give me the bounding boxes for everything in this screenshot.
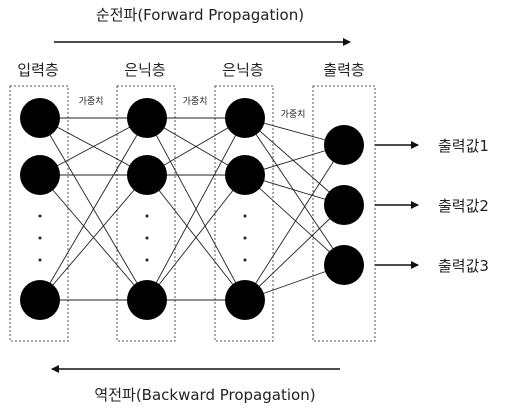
- weight-label-1: 가중치: [79, 95, 104, 107]
- output-value-3: 출력값3: [438, 257, 489, 275]
- output-value-2: 출력값2: [438, 197, 489, 215]
- hidden-layer-1-box: [116, 85, 176, 342]
- connection-2-3-2: [146, 174, 246, 301]
- connection-1-3-1: [39, 117, 148, 301]
- input-neuron-1: [20, 98, 60, 138]
- hidden-1-neuron-3: [127, 280, 167, 320]
- connection-1-3-2: [39, 174, 148, 301]
- hidden-layer-2-label: 은닉층: [222, 61, 263, 79]
- hidden-layer-2-box: [214, 85, 274, 342]
- connection-3-1-3: [244, 117, 345, 266]
- connection-3-1-2: [244, 117, 345, 206]
- hidden-1-neuron-2: [127, 155, 167, 195]
- input-neuron-3: [20, 280, 60, 320]
- weight-label-3: 가중치: [281, 108, 306, 120]
- output-layer-label: 출력층: [323, 61, 364, 79]
- connection-3-2-3: [244, 174, 345, 266]
- hidden-2-neuron-3: [225, 280, 265, 320]
- output-layer-box: [312, 85, 376, 342]
- connection-2-3-1: [146, 117, 246, 301]
- hidden-1-ellipsis: [145, 214, 149, 262]
- connections: [39, 117, 345, 301]
- output-neuron-1: [324, 125, 364, 165]
- output-value-1: 출력값1: [438, 137, 489, 155]
- connection-3-3-2: [244, 204, 345, 301]
- forward-propagation-label: 순전파(Forward Propagation): [96, 6, 304, 24]
- output-neuron-3: [324, 245, 364, 285]
- output-neuron-2: [324, 185, 364, 225]
- hidden-2-ellipsis: [243, 214, 247, 262]
- input-layer-label: 입력층: [17, 61, 58, 79]
- hidden-2-neuron-1: [225, 98, 265, 138]
- input-ellipsis: [38, 214, 42, 262]
- hidden-layer-1-label: 은닉층: [124, 61, 165, 79]
- neurons: [20, 98, 364, 320]
- backward-propagation-label: 역전파(Backward Propagation): [94, 386, 315, 404]
- input-layer-box: [9, 85, 69, 342]
- input-neuron-2: [20, 155, 60, 195]
- hidden-2-neuron-2: [225, 155, 265, 195]
- connection-3-3-1: [244, 144, 345, 301]
- weight-label-2: 가중치: [183, 95, 208, 107]
- connection-1-2-1: [39, 117, 148, 176]
- hidden-1-neuron-1: [127, 98, 167, 138]
